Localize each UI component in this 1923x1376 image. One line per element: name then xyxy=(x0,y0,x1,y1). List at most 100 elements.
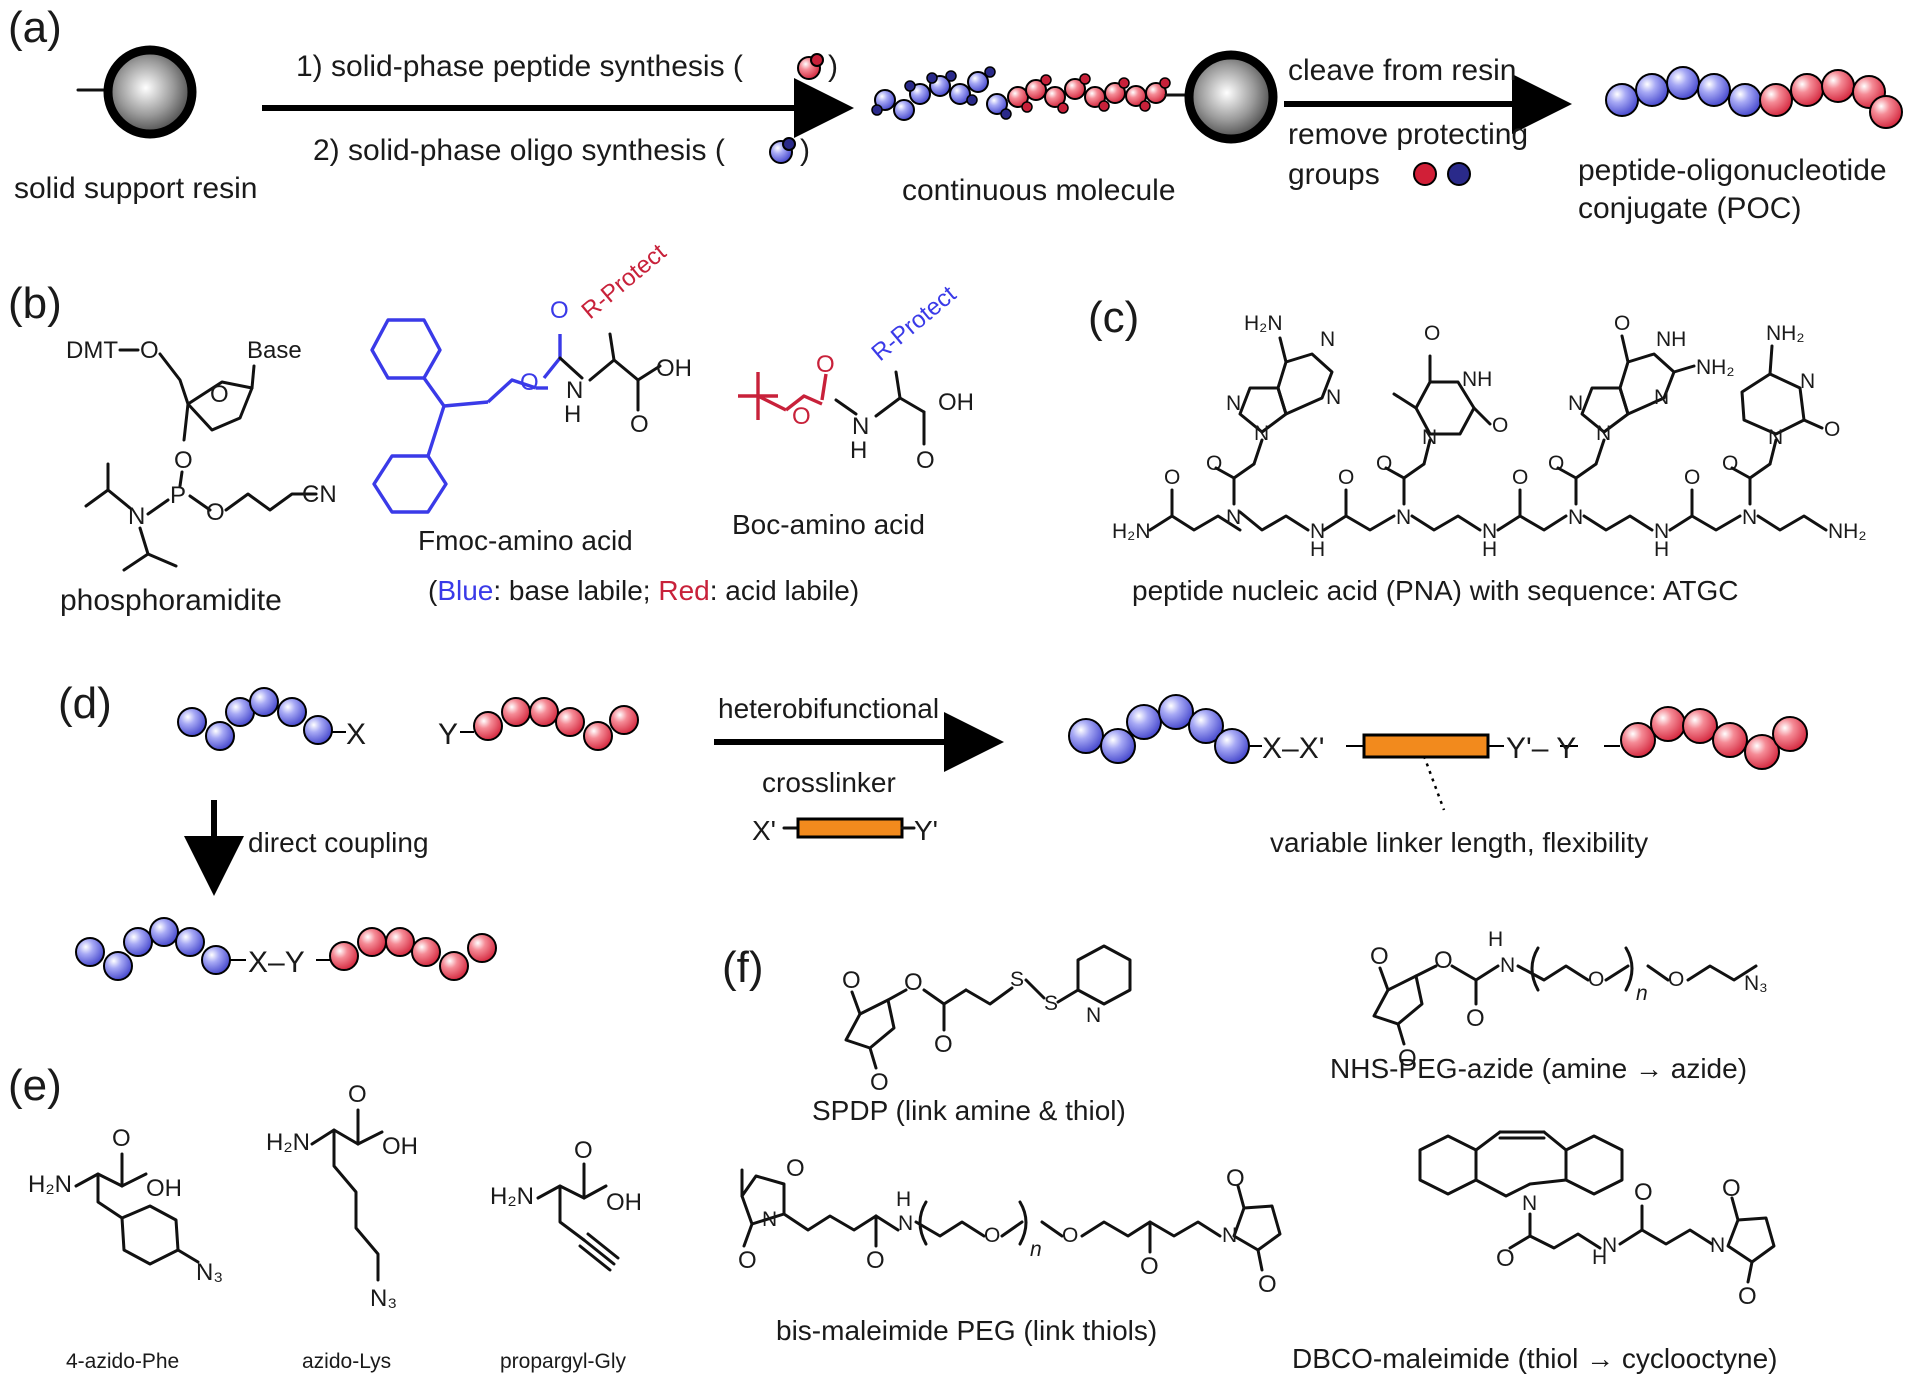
product-x-label: X–X' xyxy=(1262,732,1324,765)
red-protecting-group-icon xyxy=(1413,162,1437,186)
crosslinker-label: crosslinker xyxy=(762,767,896,798)
svg-text:N: N xyxy=(1326,386,1341,409)
svg-text:O: O xyxy=(1370,943,1389,970)
svg-text:N₃: N₃ xyxy=(370,1285,397,1312)
svg-text:O: O xyxy=(866,1247,885,1274)
panel-label-f: (f) xyxy=(722,943,764,992)
svg-text:H: H xyxy=(1654,538,1669,561)
svg-text:O: O xyxy=(174,447,193,474)
svg-text:OH: OH xyxy=(938,389,974,416)
svg-text:N: N xyxy=(1396,506,1411,529)
svg-text:O: O xyxy=(1496,1245,1515,1272)
svg-text:H: H xyxy=(1310,538,1325,561)
panel-label-c: (c) xyxy=(1088,293,1139,342)
svg-text:N: N xyxy=(1602,1234,1617,1257)
svg-text:OH: OH xyxy=(382,1133,418,1160)
blue-protecting-group-icon xyxy=(1447,162,1471,186)
panel-b: (b) DMT O O Base O P O CN N phospho xyxy=(8,239,974,617)
azido-lys-structure: H₂N O OH N₃ xyxy=(266,1081,418,1312)
svg-text:S: S xyxy=(1044,992,1058,1015)
svg-text:S: S xyxy=(1010,968,1024,991)
svg-text:n: n xyxy=(1636,982,1648,1005)
svg-text:OH: OH xyxy=(656,355,692,382)
nhs-peg-azide-structure: O O O O H N O n O N₃ xyxy=(1370,928,1768,1072)
svg-text:N: N xyxy=(1710,1234,1725,1257)
svg-text:N: N xyxy=(1500,954,1515,977)
remove-text-1: remove protecting xyxy=(1288,118,1528,151)
yp-label: Y' xyxy=(914,815,938,846)
svg-text:O: O xyxy=(1668,968,1684,991)
phosphoramidite-label: phosphoramidite xyxy=(60,584,282,617)
svg-text:N: N xyxy=(1422,426,1437,449)
svg-text:N: N xyxy=(1226,392,1241,415)
azido-phe-structure: H₂N O OH N₃ xyxy=(28,1125,223,1286)
svg-text:O: O xyxy=(1062,1224,1078,1247)
svg-text:N: N xyxy=(1768,426,1783,449)
svg-text:N: N xyxy=(1522,1192,1537,1215)
step1-text: 1) solid-phase peptide synthesis ( xyxy=(296,50,743,83)
svg-text:O: O xyxy=(738,1247,757,1274)
spdp-label: SPDP (link amine & thiol) xyxy=(812,1095,1126,1126)
svg-text:N: N xyxy=(1086,1004,1101,1027)
svg-text:Base: Base xyxy=(247,337,302,364)
dbco-maleimide-label: DBCO-maleimide (thiol → cyclooctyne) xyxy=(1292,1343,1777,1374)
poc-molecule xyxy=(1605,66,1903,129)
svg-text:R-Protect: R-Protect xyxy=(867,281,962,367)
svg-text:N: N xyxy=(1222,1224,1237,1247)
y-label: Y xyxy=(438,718,458,751)
direct-product xyxy=(75,917,497,981)
svg-text:O: O xyxy=(1684,466,1700,489)
azido-lys-label: azido-Lys xyxy=(302,1350,391,1373)
phosphoramidite-structure: DMT O O Base O P O CN N xyxy=(66,337,337,572)
continuous-molecule xyxy=(871,50,1278,144)
fmoc-amino-acid-structure: O O N H OH O R-Protect xyxy=(370,239,692,514)
svg-text:N: N xyxy=(1654,520,1669,543)
dbco-maleimide-structure: N O H N O N O O xyxy=(1418,1130,1776,1310)
svg-text:N: N xyxy=(1310,520,1325,543)
svg-text:O: O xyxy=(1588,968,1604,991)
svg-text:O: O xyxy=(1398,1045,1417,1072)
nhs-peg-azide-label: NHS-PEG-azide (amine → azide) xyxy=(1330,1053,1747,1084)
heterobifunctional-label: heterobifunctional xyxy=(718,693,939,724)
step2-close: ) xyxy=(800,134,810,167)
svg-text:H₂N: H₂N xyxy=(490,1183,534,1210)
svg-text:H₂N: H₂N xyxy=(1244,312,1282,335)
svg-text:O: O xyxy=(786,1155,805,1182)
poc-label-2: conjugate (POC) xyxy=(1578,192,1801,225)
svg-text:N: N xyxy=(1226,506,1241,529)
svg-text:NH₂: NH₂ xyxy=(1696,356,1734,379)
svg-text:O: O xyxy=(904,969,923,996)
labile-legend: (Blue: base labile; Red: acid labile) xyxy=(428,575,859,606)
remove-text-2: groups xyxy=(1288,158,1380,191)
svg-text:O: O xyxy=(934,1031,953,1058)
svg-text:N: N xyxy=(1654,386,1669,409)
svg-text:N: N xyxy=(1742,506,1757,529)
svg-text:H: H xyxy=(850,437,867,464)
svg-text:O: O xyxy=(1824,418,1840,441)
svg-text:O: O xyxy=(792,403,811,430)
x-label: X xyxy=(346,718,366,751)
fmoc-label: Fmoc-amino acid xyxy=(418,525,633,556)
svg-text:N: N xyxy=(1568,506,1583,529)
svg-text:N: N xyxy=(1320,328,1335,351)
svg-text:N: N xyxy=(852,413,869,440)
svg-text:O: O xyxy=(348,1081,367,1108)
panel-label-d: (d) xyxy=(58,679,112,728)
svg-text:O: O xyxy=(816,351,835,378)
svg-text:N: N xyxy=(1596,422,1611,445)
svg-text:H: H xyxy=(1482,538,1497,561)
svg-text:O: O xyxy=(1634,1179,1653,1206)
svg-text:n: n xyxy=(1030,1238,1042,1261)
boc-label: Boc-amino acid xyxy=(732,509,925,540)
svg-text:O: O xyxy=(1614,312,1630,335)
svg-text:H: H xyxy=(1488,928,1503,951)
svg-text:H: H xyxy=(896,1188,911,1211)
panel-d: (d) X Y heterobifunctional crosslinker X… xyxy=(58,679,1808,981)
svg-text:O: O xyxy=(1434,947,1453,974)
panel-a: (a) solid support resin 1) solid-phase p… xyxy=(8,3,1903,225)
pna-structure: H₂N O N N H O N N H O N N H O N xyxy=(1112,312,1866,561)
svg-text:N: N xyxy=(128,503,145,530)
svg-text:O: O xyxy=(1140,1253,1159,1280)
boc-amino-acid-structure: O O N H OH O R-Protect xyxy=(738,281,974,474)
